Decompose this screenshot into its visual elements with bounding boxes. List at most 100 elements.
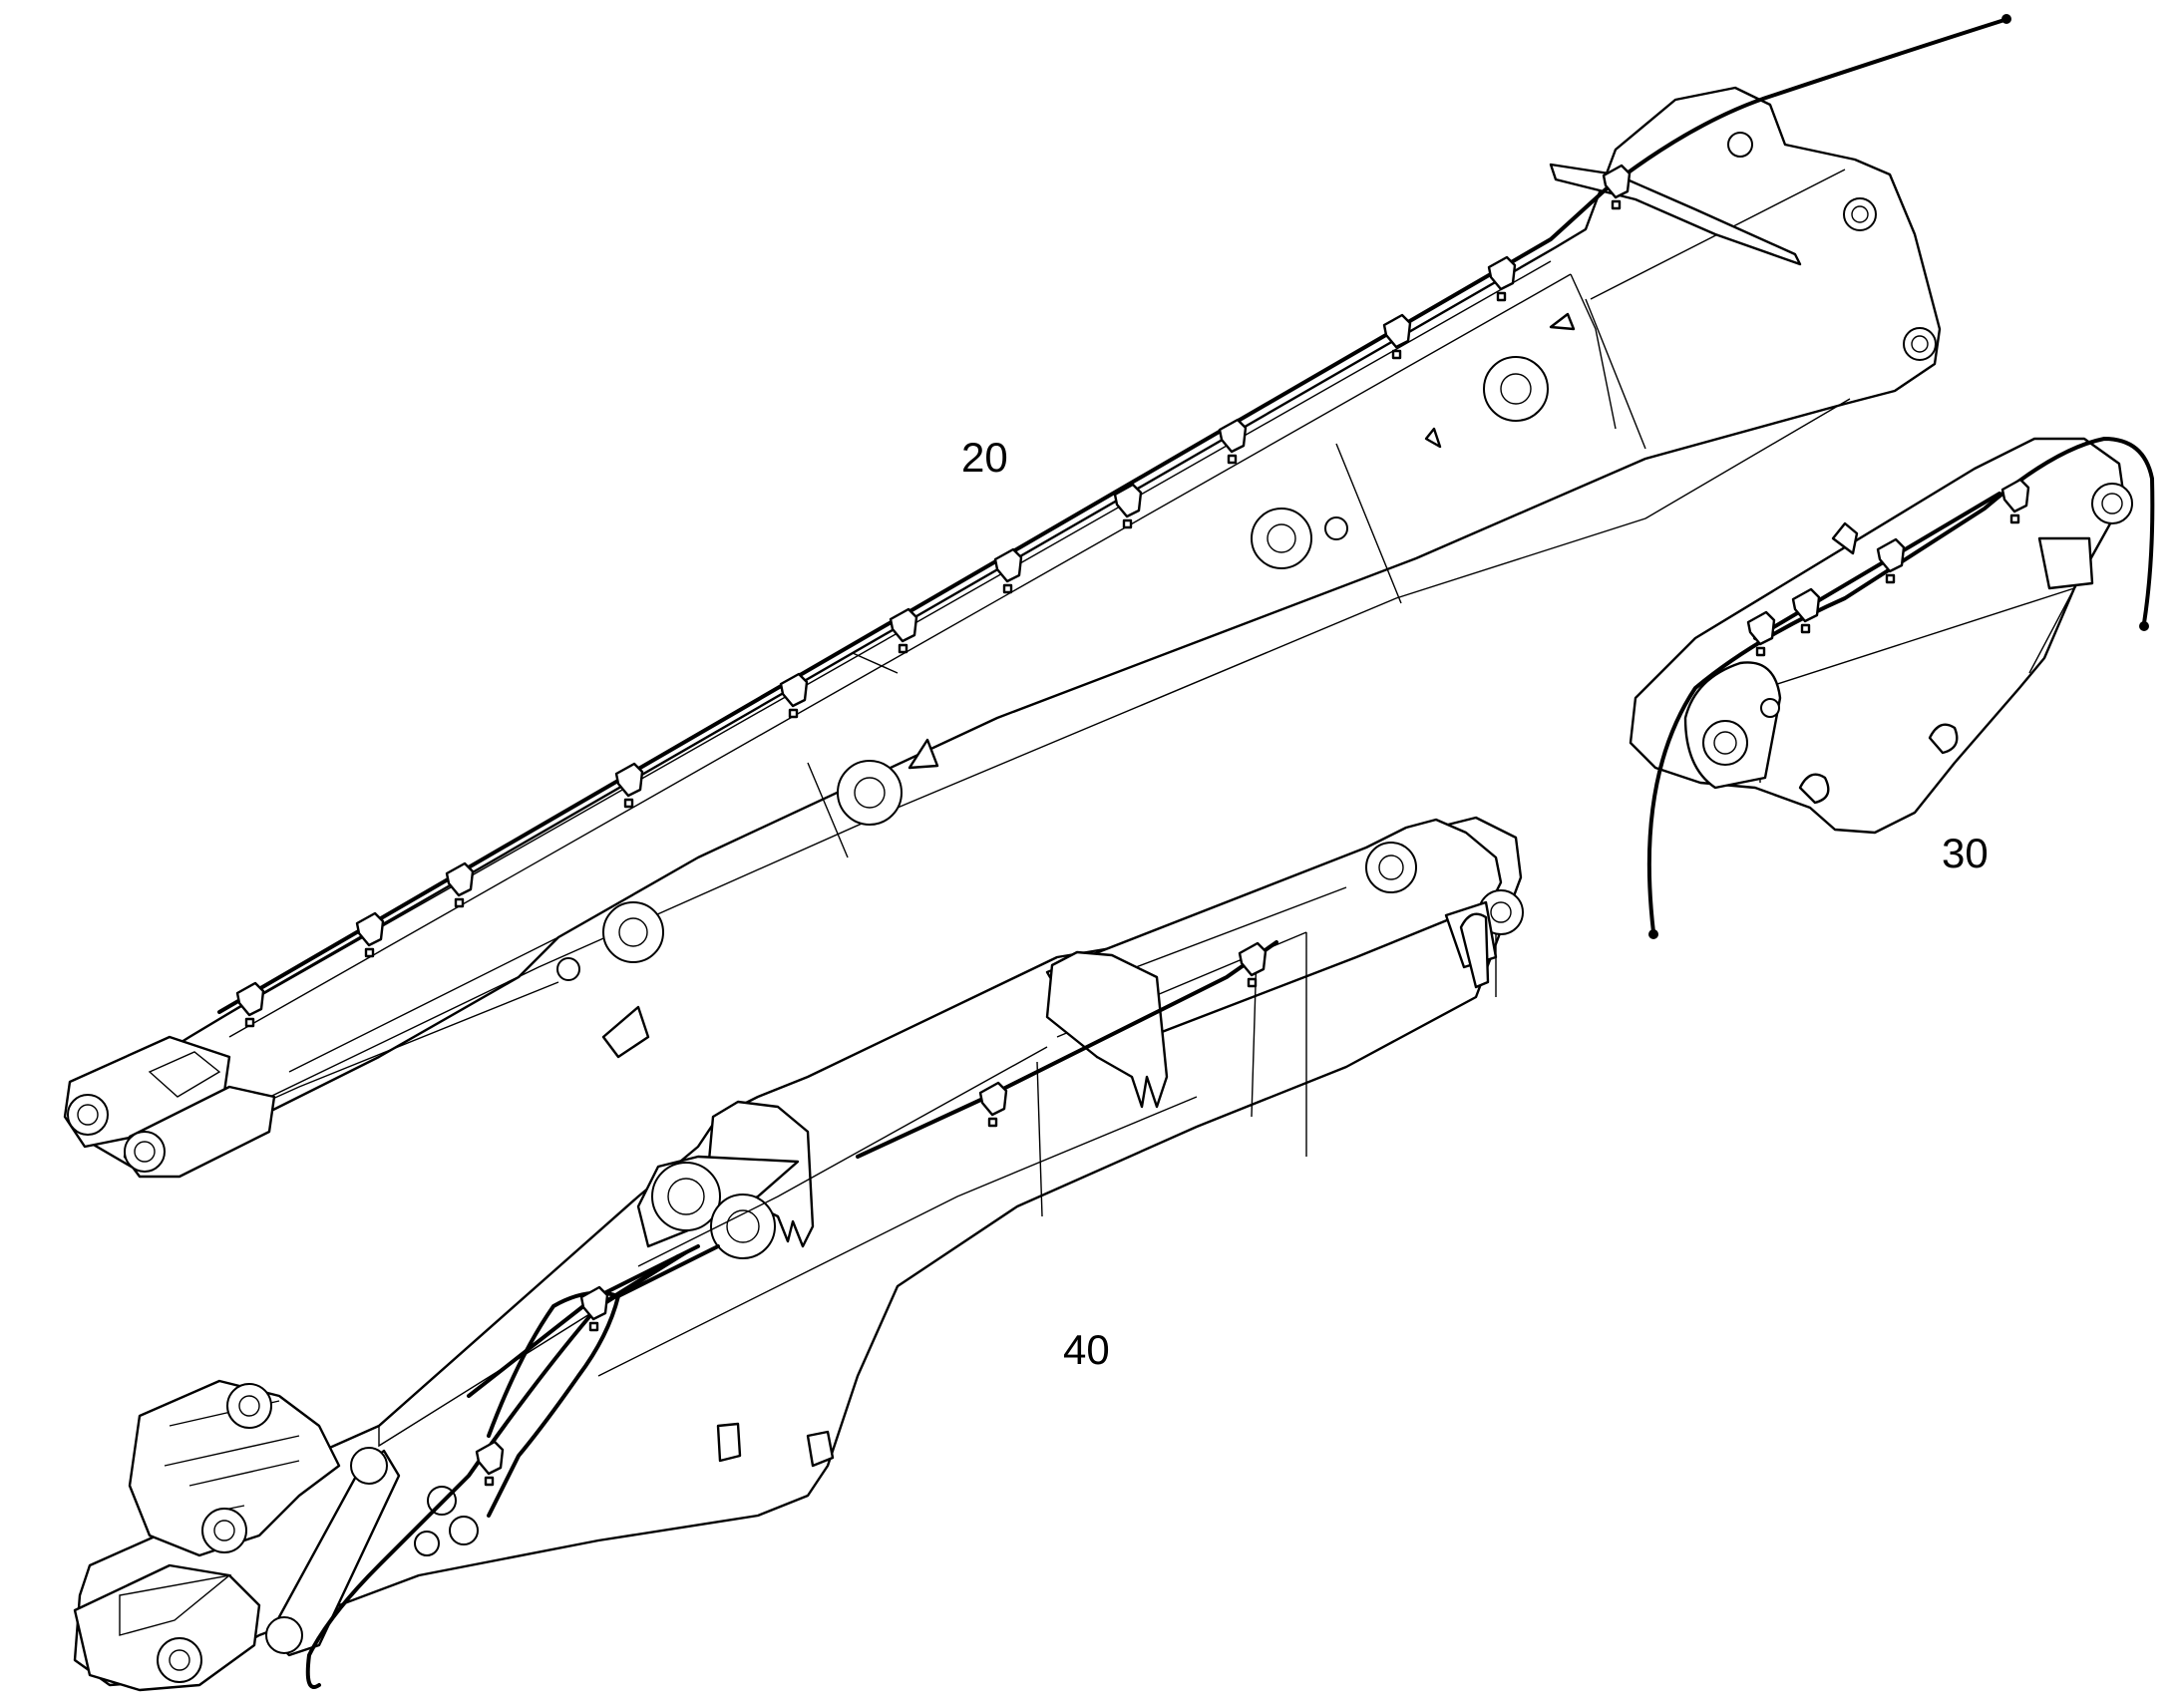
boom-part — [63, 14, 2011, 1179]
boom-boss-4 — [1483, 356, 1549, 422]
arm-bucket-pin-2 — [201, 1508, 247, 1553]
arm-tip-pin — [157, 1637, 202, 1683]
boom-boss-2 — [837, 760, 903, 826]
arm-clamp-1 — [579, 1285, 609, 1321]
boom-clamp-tab-6 — [898, 643, 908, 654]
link-clamp-2 — [1791, 587, 1821, 623]
link-pin-hole-rear-inner — [2101, 493, 2123, 514]
boom-boss-1 — [602, 901, 664, 963]
boom-lower-edge — [248, 398, 1851, 1108]
boom-clamp-6 — [889, 607, 918, 643]
boom-head-pin-1 — [1843, 197, 1877, 231]
link-clamp-4 — [2000, 478, 2030, 513]
link-clamp-tab-1 — [1755, 646, 1766, 657]
boom-boss-3 — [1251, 508, 1312, 569]
boom-foot-pin-hole-2 — [124, 1131, 166, 1173]
boom-boss-4-inner — [1500, 373, 1532, 405]
arm-lube-line-return — [487, 1290, 620, 1518]
boom-boss-3-inner — [1267, 523, 1296, 553]
link-pin-hole-rear — [2091, 483, 2133, 524]
boom-lifting-lug-4 — [1424, 427, 1442, 449]
arm-lifting-hook — [1459, 912, 1490, 989]
boom-clamp-9 — [1218, 418, 1248, 454]
arm-clamp-tab-2 — [987, 1117, 998, 1128]
boom-head-pin-1-inner — [1851, 205, 1869, 223]
arm-bucket-pin-1 — [226, 1383, 272, 1429]
boom-clamp-tab-4 — [623, 798, 634, 809]
link-pin-hole-front-inner — [1713, 731, 1737, 755]
arm-clamp-tab-1 — [588, 1321, 599, 1332]
boom-clamp-tab-11 — [1496, 291, 1507, 302]
boom-clamp-tab-7 — [1002, 583, 1013, 594]
arm-clamp-2 — [978, 1081, 1008, 1117]
link-lube-hose-2 — [1753, 492, 2001, 640]
boom-fork-opening — [148, 1051, 221, 1098]
arm-lube-clamps — [475, 941, 1268, 1487]
link-clamp-tab-4 — [2009, 513, 2020, 524]
link-lube-clamps — [1746, 478, 2030, 657]
boom-clamp-7 — [993, 547, 1023, 583]
boom-clamp-tab-12 — [1611, 199, 1622, 210]
link-clamp-1 — [1746, 610, 1776, 646]
boom-head-pin-3 — [1727, 132, 1753, 158]
boom-clamp-12 — [1602, 164, 1632, 199]
link-hose-end-1 — [1648, 929, 1658, 939]
arm-cylinder-pin-inner — [726, 1209, 760, 1243]
boom-lube-line-end — [2001, 14, 2011, 24]
boom-clamp-tab-3 — [454, 897, 465, 908]
arm-h-link-pin-bottom — [265, 1616, 303, 1654]
boom-clamp-11 — [1487, 255, 1517, 291]
boom-clamp-5 — [779, 672, 809, 708]
boom-head-pin-2 — [1903, 327, 1937, 361]
boom-clamp-10 — [1382, 313, 1412, 349]
arm-tail-pin-1-inner — [1378, 854, 1404, 880]
boom-grease-point-1 — [1324, 516, 1348, 540]
link-hose-end-2 — [2139, 621, 2149, 631]
callout-arm-link: 30 — [1942, 830, 1989, 876]
arm-bucket-mount-details — [164, 1400, 300, 1512]
link-boss — [1760, 698, 1780, 718]
arm-side-boss-3 — [414, 1531, 440, 1556]
boom-top-flange — [213, 169, 1846, 1038]
arm-clamp-4 — [475, 1440, 505, 1476]
boom-lifting-lug-3 — [1549, 312, 1576, 331]
link-hook-2 — [1928, 723, 1959, 755]
boom-clamp-tab-9 — [1227, 454, 1238, 465]
callout-boom: 20 — [961, 434, 1008, 481]
arm-clamp-3 — [1238, 941, 1268, 977]
arm-side-lug-1 — [716, 1422, 742, 1463]
boom-lube-line — [217, 18, 2006, 1014]
arm-lube-line-lower — [467, 1244, 720, 1398]
link-part — [1629, 437, 2155, 939]
boom-panel-lines — [807, 298, 1646, 858]
arm-clamp-tab-4 — [484, 1476, 495, 1487]
arm-tail-pin-1 — [1365, 842, 1417, 893]
arm-cylinder-pin — [710, 1194, 776, 1259]
boom-body — [73, 86, 1942, 1174]
arm-fork-bracket-1 — [1045, 950, 1169, 1109]
boom-clamp-tab-2 — [364, 947, 375, 958]
boom-boss-2-inner — [854, 777, 886, 809]
boom-clamp-tab-5 — [788, 708, 799, 719]
link-hook-1 — [1798, 773, 1830, 805]
link-clamp-tab-3 — [1885, 573, 1896, 584]
boom-clamp-8 — [1113, 483, 1143, 518]
link-pin-hole-front — [1702, 720, 1748, 766]
boom-lifting-lug-1 — [908, 738, 939, 770]
callout-dipper-arm: 40 — [1063, 1326, 1110, 1373]
boom-clamp-3 — [445, 861, 475, 897]
link-lug — [1831, 521, 1859, 555]
boom-foot-pin-inner-2 — [134, 1141, 156, 1163]
arm-bucket-pin-2-inner — [213, 1520, 235, 1541]
link-clamp-tab-2 — [1800, 623, 1811, 634]
arm-upper-edges — [1036, 886, 1497, 1217]
link-clamp-3 — [1876, 537, 1906, 573]
boom-clamp-1 — [235, 981, 265, 1017]
boom-lifting-lug-2 — [601, 1005, 650, 1059]
boom-clamp-4 — [614, 762, 644, 798]
arm-tip — [73, 1563, 261, 1692]
dipper-arm-part — [73, 816, 1524, 1692]
arm-h-link-pin-top — [350, 1447, 388, 1485]
